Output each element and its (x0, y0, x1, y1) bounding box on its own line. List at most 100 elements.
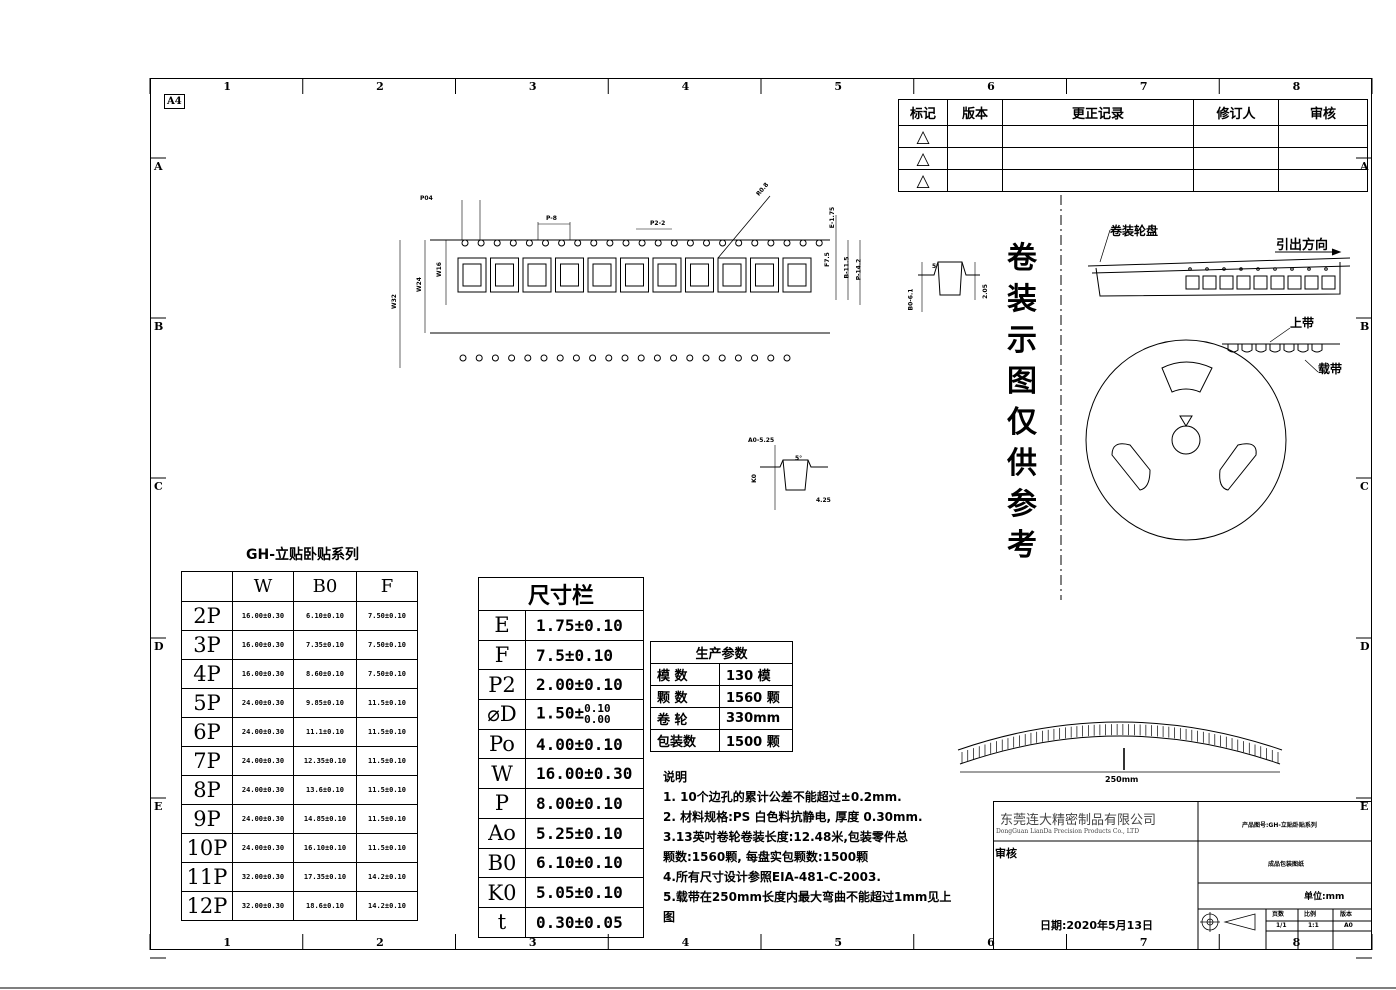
production-value: 1500 颗 (719, 729, 793, 752)
tape-pockets (457, 257, 812, 293)
sprocket-hole (509, 239, 517, 247)
cover-pocket (1283, 344, 1295, 353)
sprocket-hole (653, 354, 661, 362)
page-info-value: 1/1 (1276, 922, 1287, 929)
gh-value-cell: 7.35±0.10 (293, 630, 357, 660)
vertical-title-char: 参 (1007, 487, 1037, 522)
note-line: 4.所有尺寸设计参照EIA-481-C-2003. (663, 870, 881, 884)
gh-series-title: GH-立贴卧贴系列 (246, 547, 360, 563)
title-block-lines (993, 801, 1372, 950)
sprocket-hole (654, 239, 662, 247)
page-info-value: 1:1 (1308, 922, 1319, 929)
column-label-6: 6 (987, 80, 995, 93)
rev-header-record: 更正记录 (1002, 99, 1194, 126)
sprocket-hole (670, 354, 678, 362)
sprocket-hole (508, 354, 516, 362)
dimension-key: P (478, 788, 526, 819)
label-b0: B0-6.1 (907, 288, 915, 311)
section-pocket (937, 261, 963, 296)
dimension-value: 5.25±0.10 (525, 817, 644, 849)
pocket-outer (457, 257, 487, 293)
rev-cell (1002, 147, 1194, 170)
dimension-key: K0 (478, 877, 526, 908)
leader-carrier (1304, 359, 1319, 373)
bend-arc-outer (957, 721, 1283, 751)
pocket-outer (652, 257, 682, 293)
dimension-key: B0 (478, 847, 526, 879)
cover-pocket (1297, 344, 1309, 353)
label-p: P-8 (546, 215, 557, 222)
gh-value-cell: 12.35±0.10 (293, 746, 357, 776)
label-k: K0 (750, 474, 758, 483)
gh-value-cell: 24.00±0.30 (232, 833, 294, 863)
sprocket-hole (703, 239, 710, 247)
sprocket-hole (719, 239, 727, 247)
page-info-header: 版本 (1340, 911, 1353, 918)
rev-header-reviser: 修订人 (1193, 99, 1279, 126)
sprocket-hole (524, 354, 532, 362)
revision-table: 标记 版本 更正记录 修订人 审核 △ △ △ (898, 99, 1368, 192)
gh-value-cell: 8.60±0.10 (293, 659, 357, 689)
leader-reel (1099, 229, 1111, 263)
pocket-outer (685, 257, 714, 293)
rev-cell (1278, 125, 1368, 148)
projection-symbol-icon (1200, 912, 1256, 932)
gh-value-cell: 24.00±0.30 (232, 804, 294, 834)
gh-value-cell: 24.00±0.30 (232, 688, 294, 718)
production-key: 包装数 (650, 729, 720, 752)
size-tag: A4 (164, 94, 185, 109)
pocket-section-front (760, 445, 828, 510)
gh-value-cell: 16.00±0.30 (232, 659, 294, 689)
label-p0: P04 (420, 195, 433, 202)
sprocket-hole (670, 239, 678, 247)
row-label-D: D (1360, 640, 1370, 653)
pocket-inner (755, 263, 774, 287)
cover-pocket (1241, 344, 1253, 353)
column-label-3: 3 (528, 936, 537, 949)
cover-pocket (1255, 344, 1267, 353)
production-title: 生产参数 (650, 641, 793, 664)
sprocket-hole (589, 354, 597, 362)
reel-sprocket (1205, 267, 1209, 271)
column-label-4: 4 (681, 936, 690, 949)
vertical-title-char: 考 (1007, 528, 1037, 563)
column-label-2: 2 (376, 936, 384, 949)
sprocket-hole (491, 354, 499, 362)
direction-label: 引出方向 (1276, 238, 1329, 253)
rev-cell (1278, 169, 1368, 192)
sprocket-holes-bottom (459, 354, 791, 362)
column-label-6: 6 (987, 936, 995, 949)
carrier-tape-label: 载带 (1318, 362, 1343, 376)
gh-value-cell: 24.00±0.30 (232, 746, 294, 776)
pocket-inner (495, 263, 514, 287)
gh-value-cell: 11.5±0.10 (356, 717, 418, 747)
label-w24: W24 (415, 277, 423, 292)
vertical-title-char: 图 (1007, 364, 1037, 399)
reel-drawing (1085, 229, 1351, 541)
pocket-outer (717, 257, 747, 293)
column-label-1: 1 (223, 80, 232, 93)
reel-hub-key (1179, 415, 1193, 427)
reel-tape-line-2 (1091, 265, 1351, 274)
dimension-key: P2 (478, 669, 526, 701)
pocket-inner (527, 263, 547, 287)
note-line: 1. 10个边孔的累计公差不能超过±0.2mm. (663, 790, 902, 804)
reel-pocket (1185, 275, 1200, 290)
row-label-B: B (1360, 320, 1370, 333)
sprocket-hole (767, 239, 775, 247)
dimension-key: t (478, 906, 526, 938)
rev-cell (947, 125, 1003, 148)
sprocket-hole (751, 354, 759, 362)
dimension-value: 1.75±0.10 (525, 610, 644, 641)
reel-tape-pockets (1185, 267, 1336, 290)
dashed-divider (1060, 195, 1062, 600)
reel-sprocket (1307, 267, 1311, 271)
